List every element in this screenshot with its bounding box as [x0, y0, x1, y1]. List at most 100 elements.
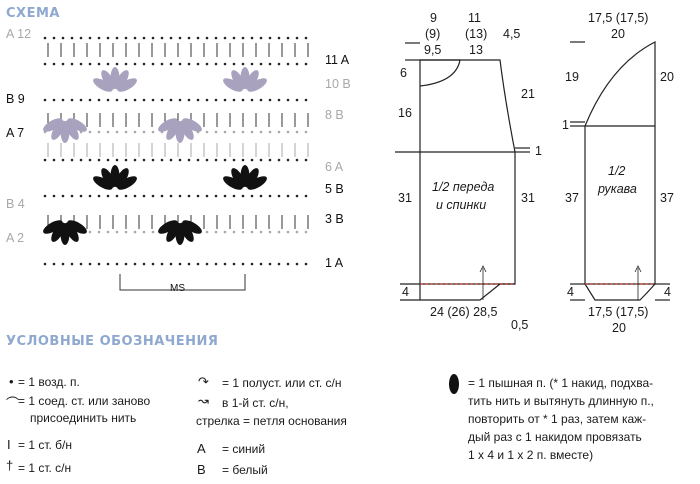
front-top-4-5: 4,5	[503, 27, 521, 41]
front-top-9-5: 9,5	[424, 43, 442, 57]
repeat-bracket	[119, 274, 246, 291]
chain-dot	[277, 62, 281, 66]
puff-stitch	[247, 78, 267, 92]
puff-stitch	[180, 222, 194, 242]
chain-dot	[169, 62, 173, 66]
chain-dot	[88, 98, 92, 102]
chain-dot	[205, 158, 209, 162]
chain-dot	[61, 262, 65, 266]
chain-dot	[124, 158, 128, 162]
chain-dot	[241, 262, 245, 266]
chain-dot	[223, 98, 227, 102]
chain-dot	[196, 262, 200, 266]
sleeve-top-2: 20	[611, 27, 625, 41]
puff-stitch	[245, 70, 259, 90]
chain-dot	[196, 36, 200, 40]
hdc-curve-symbol: ↷	[198, 374, 209, 389]
chain-dot	[223, 158, 227, 162]
chain-dot	[88, 36, 92, 40]
chain-dot	[241, 194, 245, 198]
chain-dot	[124, 130, 128, 134]
chain-dot	[142, 194, 146, 198]
chain-dot	[52, 98, 56, 102]
chain-dot	[151, 230, 155, 234]
chain-dot	[43, 262, 47, 266]
sleeve-right-37: 37	[660, 191, 674, 205]
chain-dot	[115, 158, 119, 162]
chain-dot	[286, 194, 290, 198]
chain-dot	[88, 158, 92, 162]
chain-dot	[43, 36, 47, 40]
legend-color-b: = белый	[222, 463, 268, 477]
chain-dot	[97, 62, 101, 66]
front-label-2: и спинки	[436, 198, 487, 212]
chain-dot	[241, 98, 245, 102]
sleeve-left-19: 19	[565, 70, 579, 84]
sleeve-right-20: 20	[660, 70, 674, 84]
sleeve-right-4: 4	[664, 285, 671, 299]
chain-dot	[61, 62, 65, 66]
crochet-chart	[43, 36, 309, 291]
chain-dot	[259, 98, 263, 102]
puff-stitches	[43, 67, 267, 245]
chain-dot	[196, 194, 200, 198]
chain-dot	[178, 36, 182, 40]
chain-dot	[124, 262, 128, 266]
chain-dot	[277, 262, 281, 266]
chain-dot	[124, 36, 128, 40]
chain-dot	[295, 158, 299, 162]
chain-dot	[214, 98, 218, 102]
puff-stitch	[223, 78, 243, 92]
chain-dot	[61, 98, 65, 102]
row-label-a7: A 7	[6, 126, 25, 140]
chain-dot	[286, 36, 290, 40]
puff-stitch	[65, 222, 79, 242]
chain-dot	[268, 194, 272, 198]
chain-dot	[88, 130, 92, 134]
chain-dot	[97, 262, 101, 266]
puff-stitch	[158, 220, 178, 234]
chain-dot	[178, 194, 182, 198]
chain-dot	[259, 158, 263, 162]
row-label-5b: 5 B	[325, 182, 344, 196]
chain-dot	[304, 98, 308, 102]
chain-dot	[169, 98, 173, 102]
chain-dot	[250, 230, 254, 234]
chain-dot	[151, 262, 155, 266]
slip-symbol: ⌒	[6, 396, 20, 411]
chain-dot	[52, 194, 56, 198]
chain-dot	[187, 262, 191, 266]
chain-dot	[223, 36, 227, 40]
chain-dot	[286, 230, 290, 234]
front-top-13: 13	[469, 43, 483, 57]
chain-dot	[268, 262, 272, 266]
chain-dot	[142, 130, 146, 134]
chain-dot	[124, 98, 128, 102]
chain-dot	[43, 158, 47, 162]
front-right-21: 21	[521, 87, 535, 101]
front-bottom: 24 (26) 28,5	[430, 305, 498, 319]
chain-dot	[205, 194, 209, 198]
legend-chain: = 1 возд. п.	[18, 375, 80, 389]
chain-dot	[268, 62, 272, 66]
legend-puff-5: 1 х 4 и 1 х 2 п. вместе)	[468, 448, 594, 462]
legend-hdc-3: стрелка = петля основания	[196, 414, 347, 428]
legend-color-a: = синий	[222, 442, 266, 456]
chain-dot	[178, 262, 182, 266]
front-top-9: 9	[430, 11, 437, 25]
chain-dot	[214, 36, 218, 40]
puff-stitch	[93, 176, 113, 190]
pattern-schematics	[395, 41, 670, 301]
chain-dot	[223, 262, 227, 266]
chain-dot	[115, 62, 119, 66]
chain-dot	[79, 62, 83, 66]
chain-dot	[259, 36, 263, 40]
chain-dot	[169, 262, 173, 266]
chain-dot	[268, 158, 272, 162]
chain-dot	[232, 158, 236, 162]
chain-dot	[133, 62, 137, 66]
sleeve-bottom-2: 20	[612, 321, 626, 335]
sleeve-left-4: 4	[567, 285, 574, 299]
chain-dot	[52, 62, 56, 66]
chain-dot	[205, 130, 209, 134]
